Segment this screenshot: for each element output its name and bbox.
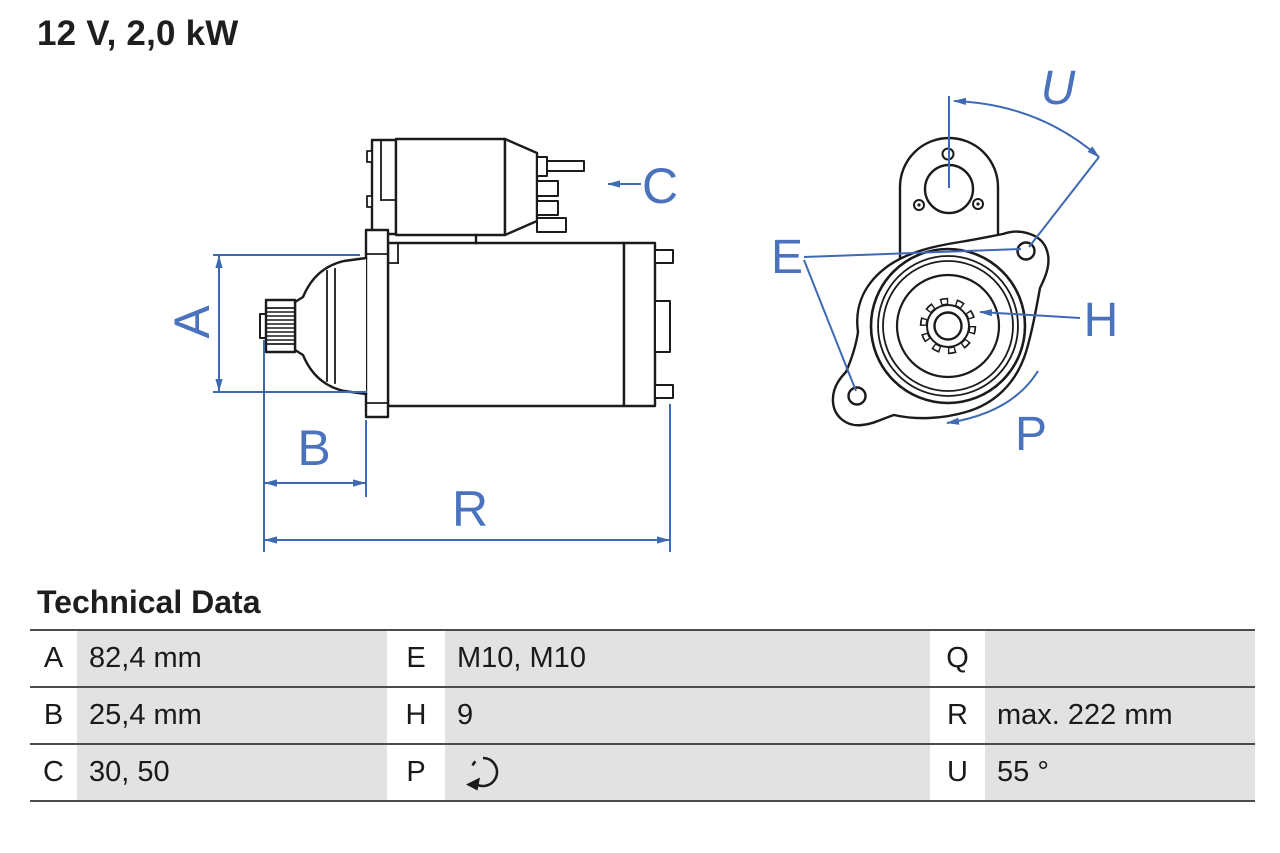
param-key: H bbox=[387, 688, 445, 743]
dimension-annotations bbox=[213, 96, 1100, 552]
starter-motor-diagram: A B R C U E H P bbox=[164, 62, 1118, 552]
front-view-drawing bbox=[831, 136, 1050, 427]
solenoid-terminals bbox=[536, 156, 585, 233]
param-value bbox=[985, 631, 1255, 686]
param-value: M10, M10 bbox=[445, 631, 930, 686]
param-key: C bbox=[30, 745, 77, 800]
dim-label-u: U bbox=[1041, 62, 1076, 115]
table-row: C 30, 50 P U 55 ° bbox=[30, 745, 1255, 802]
pointer-e-leaders bbox=[803, 248, 1022, 392]
param-key: A bbox=[30, 631, 77, 686]
end-cap bbox=[622, 241, 657, 408]
side-view-drawing bbox=[259, 137, 674, 419]
param-value: 9 bbox=[445, 688, 930, 743]
solenoid-bracket bbox=[370, 138, 398, 236]
pinion-splines bbox=[266, 311, 295, 341]
pinion-gear-front bbox=[919, 297, 977, 355]
dim-label-a: A bbox=[164, 305, 220, 339]
dimension-b bbox=[263, 340, 367, 552]
motor-housing bbox=[386, 241, 626, 408]
solenoid-cap bbox=[503, 137, 539, 237]
param-value: 55 ° bbox=[985, 745, 1255, 800]
technical-data-heading: Technical Data bbox=[37, 584, 261, 620]
table-row: A 82,4 mm E M10, M10 Q bbox=[30, 631, 1255, 688]
solenoid-body bbox=[394, 137, 507, 237]
angle-u bbox=[948, 96, 1100, 248]
dimension-a bbox=[213, 254, 367, 393]
dimension-r bbox=[264, 404, 671, 552]
param-key: P bbox=[387, 745, 445, 800]
param-value: 82,4 mm bbox=[77, 631, 387, 686]
dimension-letters: A B R C U E H P bbox=[164, 62, 1118, 537]
starter-motor-diagram-svg: A B R C U E H P bbox=[164, 62, 1118, 552]
param-key: U bbox=[930, 745, 985, 800]
drive-end-cone bbox=[293, 256, 368, 396]
page-title: 12 V, 2,0 kW bbox=[37, 14, 239, 53]
param-value: 25,4 mm bbox=[77, 688, 387, 743]
rotation-p-arc bbox=[946, 370, 1039, 425]
param-key: Q bbox=[930, 631, 985, 686]
param-key: E bbox=[387, 631, 445, 686]
param-key: B bbox=[30, 688, 77, 743]
dim-label-r: R bbox=[452, 481, 488, 537]
param-value: max. 222 mm bbox=[985, 688, 1255, 743]
bolt-hole-top-right bbox=[1016, 241, 1036, 261]
param-value bbox=[445, 745, 930, 800]
dim-label-c: C bbox=[642, 158, 678, 214]
dim-label-p: P bbox=[1015, 408, 1047, 461]
bolt-hole-bottom-left bbox=[847, 386, 867, 406]
dim-label-b: B bbox=[297, 420, 330, 476]
technical-data-table: A 82,4 mm E M10, M10 Q B 25,4 mm H 9 R m… bbox=[30, 629, 1255, 802]
param-value: 30, 50 bbox=[77, 745, 387, 800]
rotation-direction-ccw-icon bbox=[466, 756, 499, 790]
dim-label-h: H bbox=[1084, 294, 1119, 347]
pointer-h-arrow bbox=[979, 309, 1081, 319]
dim-label-e: E bbox=[771, 231, 803, 284]
mounting-flange bbox=[364, 228, 390, 419]
param-key: R bbox=[930, 688, 985, 743]
table-row: B 25,4 mm H 9 R max. 222 mm bbox=[30, 688, 1255, 745]
